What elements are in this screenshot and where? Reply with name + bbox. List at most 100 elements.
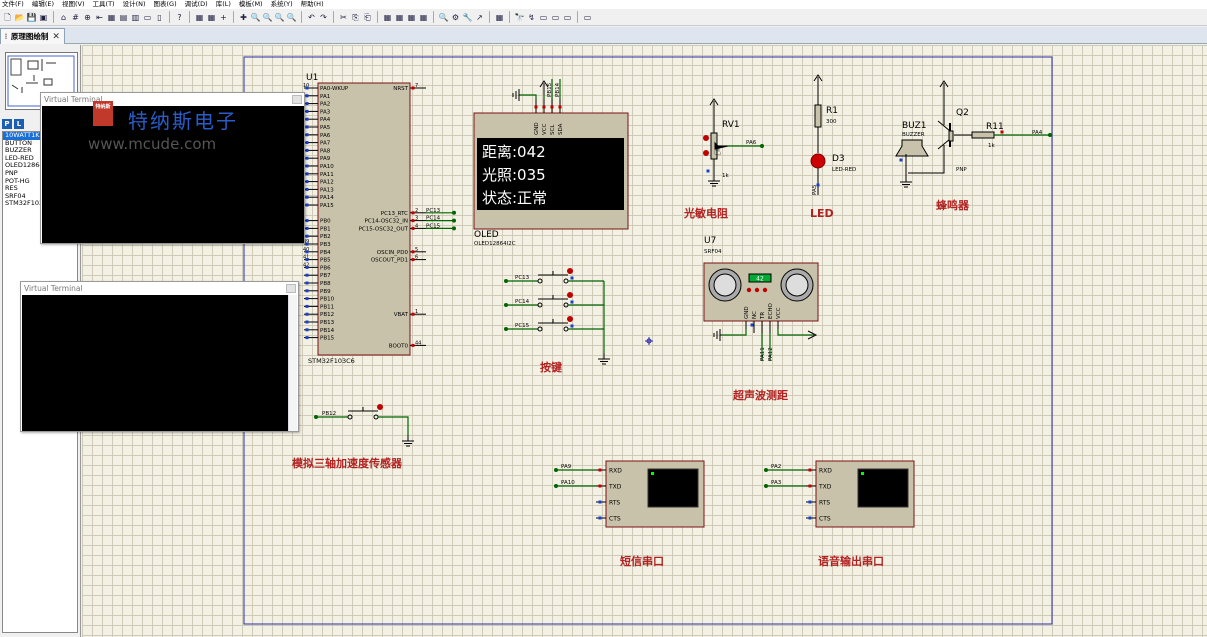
oled-text-line: 状态:正常 bbox=[482, 189, 547, 207]
mcu-pin-name: PB11 bbox=[320, 304, 334, 310]
toolbar-tool-icon[interactable]: 💾 bbox=[26, 12, 37, 22]
toolbar-tool-icon[interactable]: + bbox=[220, 12, 227, 22]
toolbar-tool-icon[interactable]: ↶ bbox=[308, 12, 315, 22]
toolbar-tool-icon[interactable]: ▭ bbox=[583, 12, 592, 22]
toolbar-tool-icon[interactable]: 🔍 bbox=[250, 12, 261, 22]
toolbar-tool-icon[interactable]: ⊕ bbox=[84, 12, 91, 22]
toolbar-tool-icon[interactable]: 🔍 bbox=[274, 12, 285, 22]
pin-marker bbox=[1000, 130, 1004, 134]
mcu-pin-name: PC14-OSC32_IN bbox=[365, 219, 408, 225]
toolbar-tool-icon[interactable]: 🔭 bbox=[514, 12, 525, 22]
mcu-pin-name: PB14 bbox=[320, 328, 335, 334]
srf04-ref: U7 bbox=[704, 236, 716, 246]
toolbar-tool-icon[interactable]: # bbox=[72, 12, 79, 22]
menu-item-9[interactable]: 系统(Y) bbox=[270, 0, 293, 8]
menu-item-1[interactable]: 编辑(E) bbox=[31, 0, 54, 8]
device-list-item[interactable]: STM32F103C6 bbox=[5, 199, 52, 208]
menu-item-0[interactable]: 文件(F) bbox=[2, 0, 24, 8]
toolbar-tool-icon[interactable]: ⎘ bbox=[352, 12, 359, 22]
menu-item-2[interactable]: 视图(V) bbox=[62, 0, 85, 8]
virtual-terminal-window-1[interactable]: Virtual Terminal bbox=[40, 92, 305, 244]
toolbar-separator bbox=[433, 11, 434, 23]
device-list-item[interactable]: SRF04 bbox=[5, 191, 26, 200]
toolbar-tool-icon[interactable]: ▦ bbox=[419, 12, 428, 22]
toolbar-tool-icon[interactable]: ▭ bbox=[551, 12, 560, 22]
pick-devices-button[interactable]: P bbox=[2, 119, 12, 129]
mcu-pin-number: 5 bbox=[415, 247, 418, 253]
menu-item-6[interactable]: 调试(D) bbox=[184, 0, 208, 8]
mcu-pin-name: PA5 bbox=[320, 125, 331, 131]
toolbar-tool-icon[interactable]: ▦ bbox=[207, 12, 216, 22]
pin-marker bbox=[598, 500, 602, 504]
toolbar-tool-icon[interactable]: ▥ bbox=[131, 12, 140, 22]
toolbar-tool-icon[interactable]: 🔍 bbox=[438, 12, 449, 22]
toolbar-tool-icon[interactable]: ▯ bbox=[157, 12, 162, 22]
tab-label: 原理图绘制 bbox=[10, 32, 49, 41]
terminal-screen[interactable] bbox=[22, 295, 288, 431]
close-icon[interactable] bbox=[286, 284, 296, 293]
pin-marker bbox=[411, 226, 415, 230]
resistor-body bbox=[814, 104, 822, 128]
toolbar-tool-icon[interactable]: ⚙ bbox=[451, 12, 460, 22]
toolbar-tool-icon[interactable]: ▣ bbox=[39, 12, 48, 22]
close-icon[interactable] bbox=[292, 95, 302, 104]
toolbar-tool-icon[interactable]: ▤ bbox=[119, 12, 128, 22]
menu-item-7[interactable]: 库(L) bbox=[215, 0, 231, 8]
toolbar-separator bbox=[169, 11, 170, 23]
close-icon[interactable]: ✕ bbox=[52, 31, 60, 42]
toolbar-tool-icon[interactable]: ? bbox=[177, 12, 182, 22]
device-list-item[interactable]: OLED12864I2C bbox=[5, 161, 55, 170]
toolbar-tool-icon[interactable]: ▦ bbox=[107, 12, 116, 22]
toolbar-tool-icon[interactable]: ▦ bbox=[383, 12, 392, 22]
device-list-item[interactable]: RES bbox=[5, 184, 18, 193]
toolbar-tool-icon[interactable]: ✚ bbox=[240, 12, 247, 22]
toolbar-tool-icon[interactable]: 🔍 bbox=[262, 12, 273, 22]
toolbar-tool-icon[interactable]: ▦ bbox=[495, 12, 504, 22]
device-list-item[interactable]: PNP bbox=[5, 168, 18, 177]
watermark-text: 特纳斯电子 bbox=[128, 109, 238, 133]
toolbar-tool-icon[interactable]: ⇤ bbox=[96, 12, 103, 22]
menu-item-3[interactable]: 工具(T) bbox=[92, 0, 115, 8]
toolbar-tool-icon[interactable]: ▦ bbox=[395, 12, 404, 22]
device-list-item[interactable]: BUZZER bbox=[5, 146, 32, 155]
watermark: 特纳斯 特纳斯电子 www.mcude.com bbox=[88, 97, 248, 157]
srf04-pin-name: NC bbox=[752, 311, 758, 319]
toolbar-tool-icon[interactable]: ↯ bbox=[528, 12, 535, 22]
menu-item-10[interactable]: 帮助(H) bbox=[300, 0, 324, 8]
terminal-screen[interactable] bbox=[42, 106, 304, 243]
net-label: PA6 bbox=[746, 140, 757, 146]
uart-label: 短信串口 bbox=[620, 554, 664, 568]
tab-schematic[interactable]: ⫶ 原理图绘制 ✕ bbox=[0, 28, 65, 44]
virtual-terminal-window-2[interactable]: Virtual Terminal bbox=[20, 281, 299, 432]
menu-item-8[interactable]: 模板(M) bbox=[238, 0, 263, 8]
toolbar-tool-icon[interactable]: 🔧 bbox=[462, 12, 473, 22]
toolbar-tool-icon[interactable]: ↗ bbox=[476, 12, 483, 22]
device-list-item[interactable]: POT-HG bbox=[5, 176, 30, 185]
toolbar-tool-icon[interactable]: ▭ bbox=[143, 12, 152, 22]
toolbar-tool-icon[interactable]: ✂ bbox=[340, 12, 347, 22]
pin-marker bbox=[808, 500, 812, 504]
toolbar-tool-icon[interactable]: 📂 bbox=[14, 12, 25, 22]
toolbar-tool-icon[interactable]: ⎗ bbox=[364, 12, 371, 22]
device-list-item[interactable]: LED-RED bbox=[5, 153, 34, 162]
library-manager-button[interactable]: L bbox=[14, 119, 24, 129]
menu-item-5[interactable]: 图表(G) bbox=[153, 0, 177, 8]
toolbar-tool-icon[interactable]: ▦ bbox=[195, 12, 204, 22]
pin-marker bbox=[305, 133, 309, 137]
toolbar-tool-icon[interactable]: ⌂ bbox=[60, 12, 67, 22]
toolbar-tool-icon[interactable]: ▭ bbox=[563, 12, 572, 22]
device-list-item[interactable]: BUTTON bbox=[5, 138, 33, 147]
mcu-pin-name: PB0 bbox=[320, 219, 331, 225]
oled-screen bbox=[477, 138, 624, 210]
tab-bar: ⫶ 原理图绘制 ✕ bbox=[0, 27, 1207, 44]
toolbar-tool-icon[interactable]: ↷ bbox=[320, 12, 327, 22]
menu-item-4[interactable]: 设计(N) bbox=[122, 0, 146, 8]
toolbar-tool-icon[interactable]: 🔍 bbox=[286, 12, 297, 22]
toolbar-tool-icon[interactable]: ▦ bbox=[407, 12, 416, 22]
toolbar-tool-icon[interactable]: ▭ bbox=[539, 12, 548, 22]
power-symbol bbox=[709, 98, 719, 113]
toolbar-tool-icon[interactable]: 🗋 bbox=[4, 12, 11, 22]
terminal-scrollbar[interactable] bbox=[288, 295, 297, 431]
pin-marker bbox=[570, 300, 574, 304]
